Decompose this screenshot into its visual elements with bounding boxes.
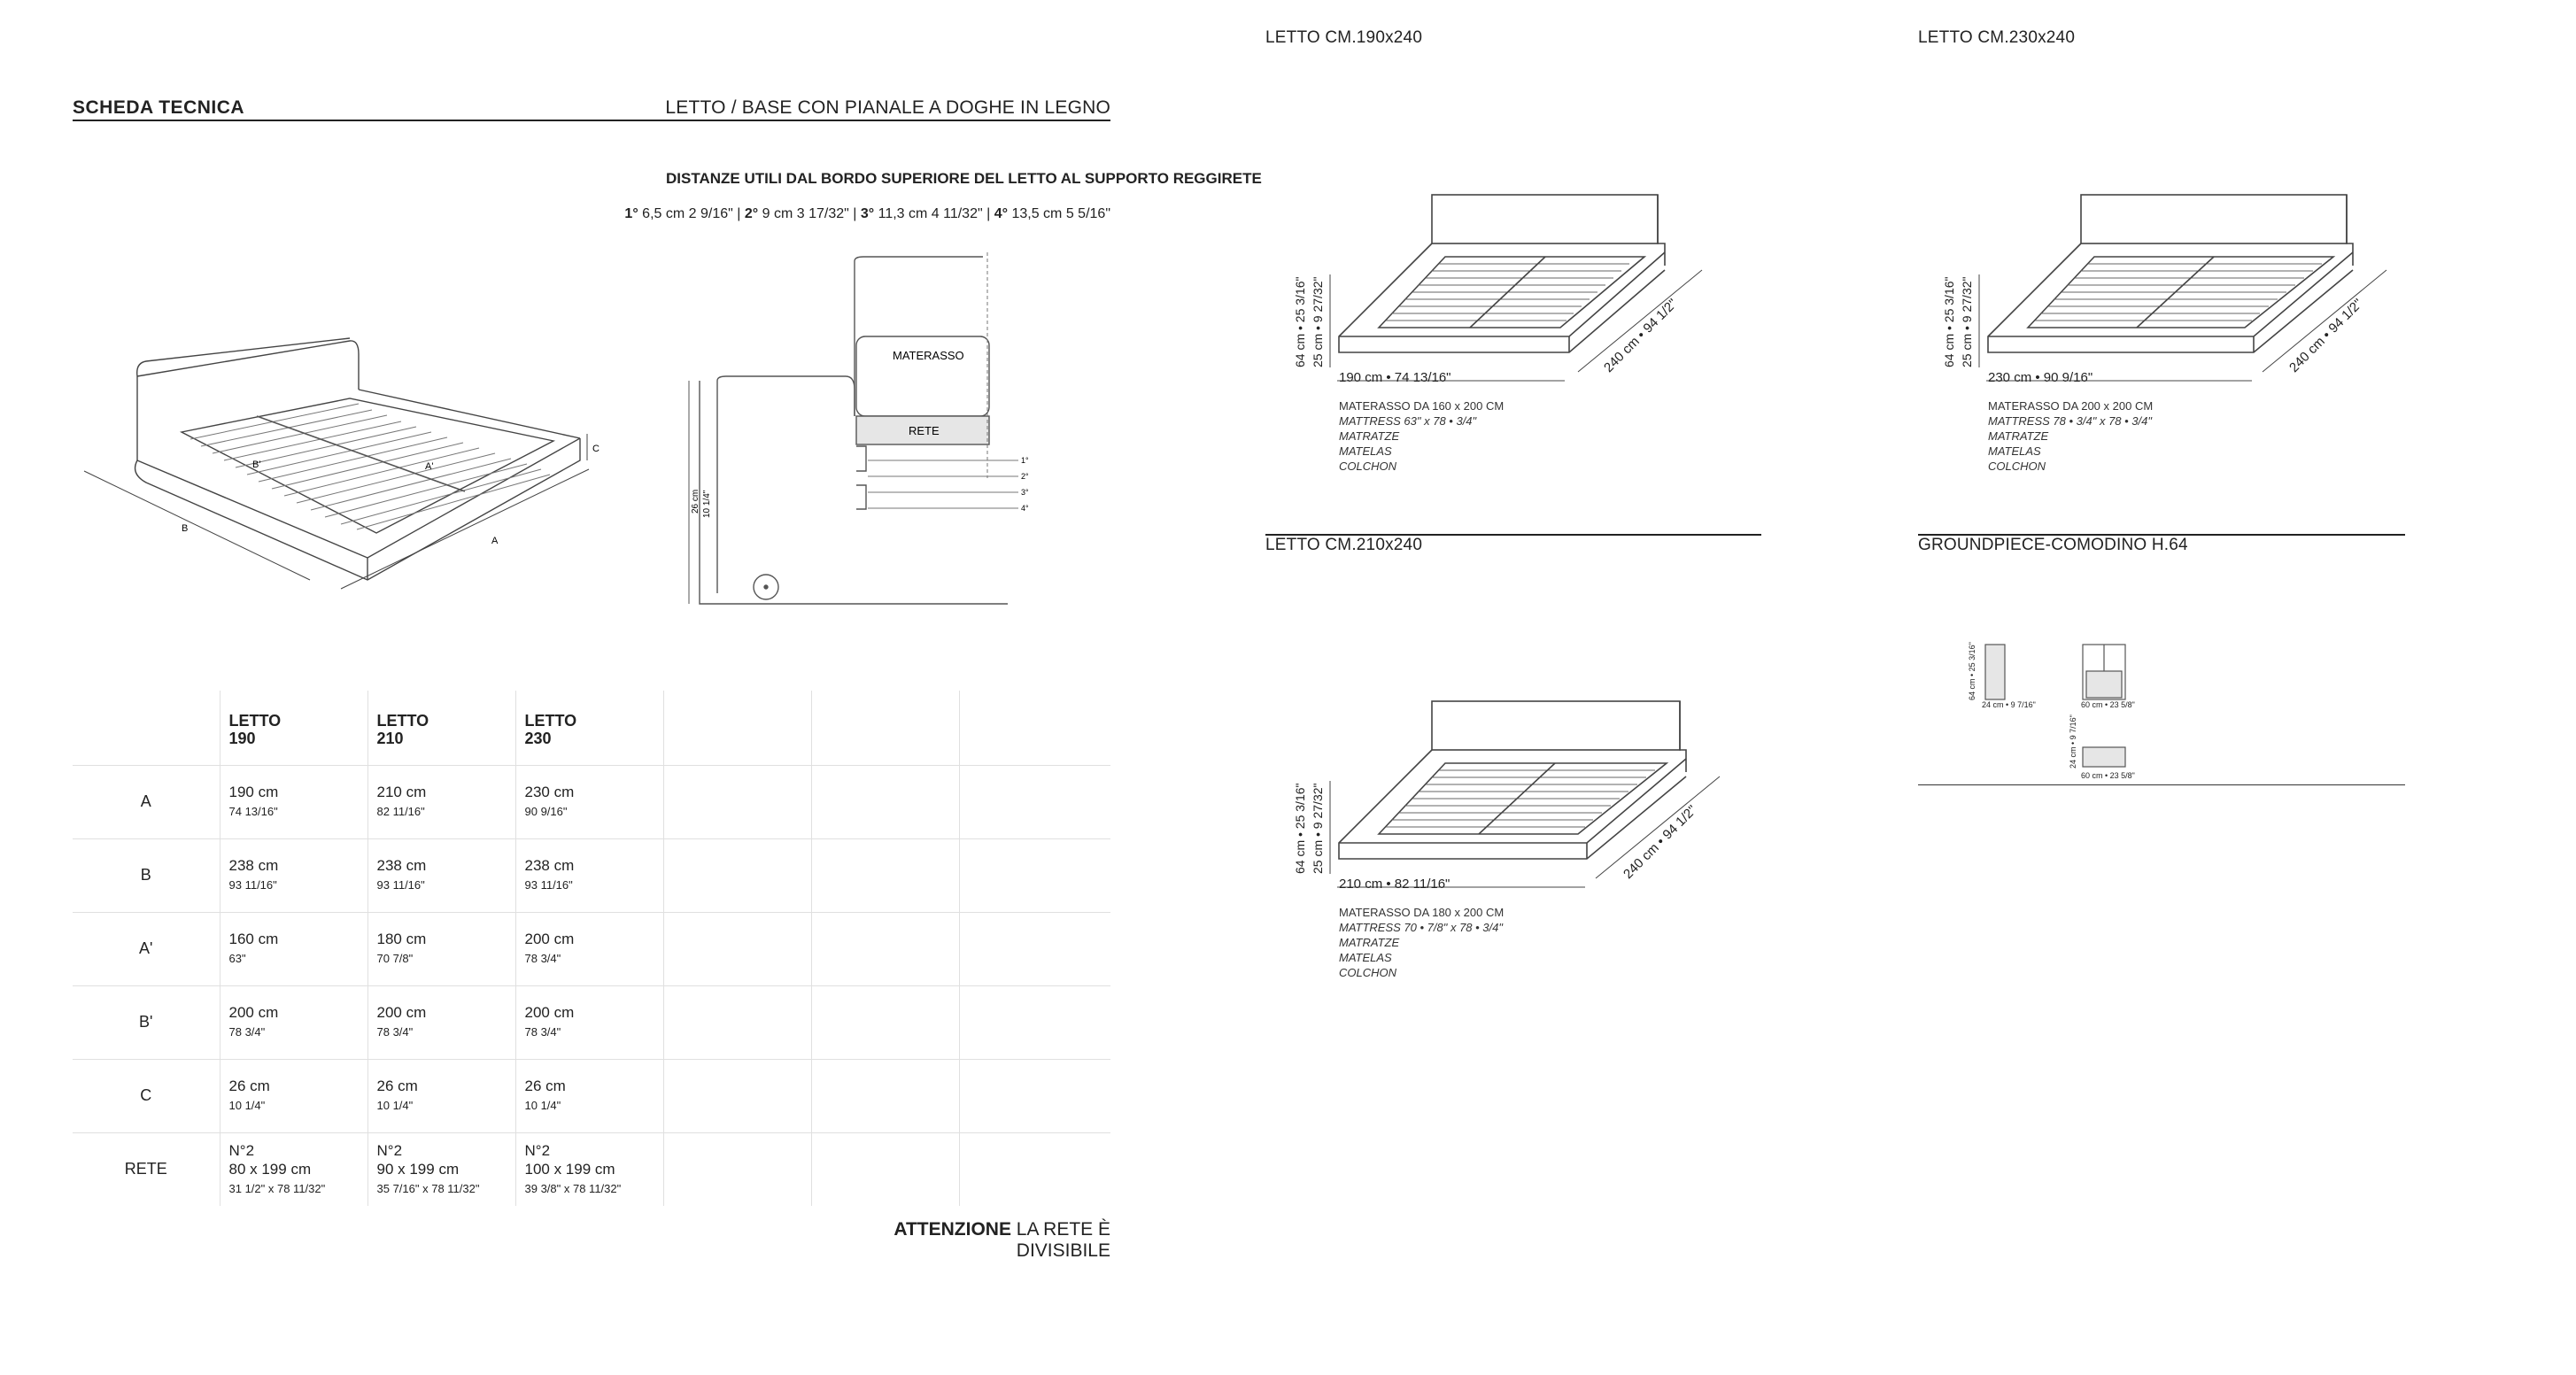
bed-210-rule bbox=[1265, 534, 1761, 536]
dist-v-2: 9 cm 3 17/32" bbox=[762, 206, 849, 221]
bed-210-h1: 64 cm • 25 3/16" bbox=[1293, 783, 1307, 874]
groundpiece-front-width: 60 cm • 23 5/8" bbox=[2081, 700, 2135, 709]
bed-190-h1: 64 cm • 25 3/16" bbox=[1293, 276, 1307, 367]
bed-190-width: 190 cm • 74 13/16" bbox=[1339, 370, 1451, 385]
label-b: B bbox=[182, 523, 188, 534]
section-height-cm: 26 cm bbox=[691, 490, 700, 514]
bed-230-mattress: MATERASSO DA 200 x 200 CM MATTRESS 78 • … bbox=[1988, 399, 2154, 473]
section-drawing: MATERASSO RETE 1° 2° 3° 4° 26 cm 10 1/4" bbox=[688, 252, 1029, 605]
level-3: 3° bbox=[1021, 488, 1029, 497]
groundpiece-rule bbox=[1918, 534, 2405, 536]
level-4: 4° bbox=[1021, 504, 1029, 513]
dist-n-1: 1° bbox=[624, 206, 638, 221]
page-title: SCHEDA TECNICA bbox=[73, 97, 245, 118]
label-a-prime: A' bbox=[425, 461, 433, 472]
bed-210-heading: LETTO CM.210x240 bbox=[1265, 536, 1423, 554]
bed-230-h2: 25 cm • 9 27/32" bbox=[1960, 276, 1974, 367]
dist-v-1: 6,5 cm 2 9/16" bbox=[642, 206, 733, 221]
groundpiece-side-width: 24 cm • 9 7/16" bbox=[1982, 700, 2036, 709]
groundpiece-top-width: 60 cm • 23 5/8" bbox=[2081, 771, 2135, 780]
row-label: A' bbox=[73, 911, 220, 985]
dist-n-3: 3° bbox=[860, 206, 875, 221]
distances-line: 1° 6,5 cm 2 9/16" | 2° 9 cm 3 17/32" | 3… bbox=[620, 206, 1110, 222]
bed-190-heading: LETTO CM.190x240 bbox=[1265, 28, 1423, 47]
rete-label: RETE bbox=[909, 424, 940, 437]
materasso-label: MATERASSO bbox=[893, 349, 964, 362]
row-label: B' bbox=[73, 985, 220, 1059]
label-a: A bbox=[491, 536, 499, 546]
groundpiece-bottom-rule bbox=[1918, 784, 2405, 785]
page-subtitle: LETTO / BASE CON PIANALE A DOGHE IN LEGN… bbox=[665, 97, 1110, 118]
row-label: A bbox=[73, 764, 220, 838]
bed-190-h2: 25 cm • 9 27/32" bbox=[1311, 276, 1325, 367]
row-label: C bbox=[73, 1058, 220, 1132]
bed-230-heading: LETTO CM.230x240 bbox=[1918, 28, 2076, 47]
dist-sep-1: | bbox=[737, 206, 741, 221]
label-b-prime: B' bbox=[252, 460, 260, 470]
bed-210-drawing bbox=[1329, 700, 1721, 888]
groundpiece-heading: GROUNDPIECE-COMODINO H.64 bbox=[1918, 536, 2188, 554]
bed-210-h2: 25 cm • 9 27/32" bbox=[1311, 783, 1325, 874]
bed-230-width: 230 cm • 90 9/16" bbox=[1988, 370, 2093, 385]
dist-v-4: 13,5 cm 5 5/16" bbox=[1011, 206, 1110, 221]
bed-230-drawing bbox=[1978, 194, 2387, 382]
level-2: 2° bbox=[1021, 472, 1029, 481]
bed-230-h1: 64 cm • 25 3/16" bbox=[1942, 276, 1956, 367]
row-label: RETE bbox=[73, 1132, 220, 1206]
dist-sep-3: | bbox=[986, 206, 991, 221]
groundpiece-top-height: 24 cm • 9 7/16" bbox=[2069, 715, 2077, 769]
label-c: C bbox=[592, 444, 600, 454]
bed-isometric-drawing: B' A' B A C bbox=[83, 337, 600, 590]
header-rule bbox=[73, 120, 1110, 121]
attention-note: ATTENZIONE LA RETE È DIVISIBILE bbox=[893, 1219, 1110, 1261]
dist-v-3: 11,3 cm 4 11/32" bbox=[878, 206, 983, 221]
distances-title: DISTANZE UTILI DAL BORDO SUPERIORE DEL L… bbox=[666, 170, 1262, 187]
dist-sep-2: | bbox=[853, 206, 857, 221]
level-1: 1° bbox=[1021, 456, 1029, 465]
bed-210-mattress: MATERASSO DA 180 x 200 CM MATTRESS 70 • … bbox=[1339, 906, 1505, 979]
bed-190-drawing bbox=[1329, 194, 1703, 382]
bed-210-width: 210 cm • 82 11/16" bbox=[1339, 877, 1450, 892]
bed-190-mattress: MATERASSO DA 160 x 200 CM MATTRESS 63" x… bbox=[1339, 399, 1505, 473]
groundpiece-drawing bbox=[1984, 644, 2126, 768]
dist-n-4: 4° bbox=[994, 206, 1009, 221]
section-height-in: 10 1/4" bbox=[702, 490, 712, 518]
groundpiece-side-height: 64 cm • 25 3/16" bbox=[1968, 642, 1976, 700]
row-label: B bbox=[73, 838, 220, 912]
dist-n-2: 2° bbox=[744, 206, 759, 221]
